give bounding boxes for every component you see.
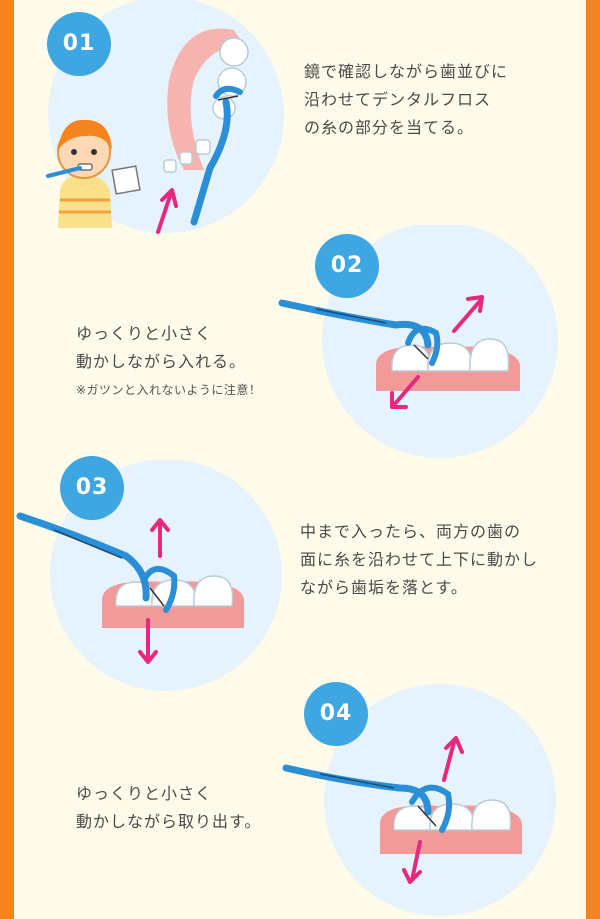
step-02-badge: 02 [315, 234, 379, 298]
step-04-circle [324, 684, 556, 916]
step-03-circle [50, 460, 282, 691]
step-03-line-3: ながら歯垢を落とす。 [300, 578, 468, 597]
up-down-arrow-icon [138, 518, 170, 664]
child-brushing-icon [46, 119, 141, 228]
step-02-line-2: 動かしながら入れる。 [76, 352, 247, 371]
step-01-line-2: 沿わせてデンタルフロス [304, 90, 492, 109]
step-04-badge: 04 [304, 682, 368, 746]
floss-pick-icon [16, 512, 178, 613]
step-03-badge: 03 [60, 456, 124, 520]
step-02-illustration [278, 225, 558, 458]
step-03-illustration [16, 460, 282, 691]
up-down-arrow-icon [402, 736, 464, 884]
gum-icon [167, 28, 244, 171]
step-01-line-1: 鏡で確認しながら歯並びに [304, 62, 509, 81]
step-02-note: ※ガツンと入れないように注意！ [76, 383, 262, 397]
diagonal-arrow-icon [390, 295, 484, 409]
floss-pick-icon [282, 764, 453, 833]
step-04: 04 ゆっくりと小さく 動かしながら取り出す。 [14, 682, 586, 919]
step-01-text: 鏡で確認しながら歯並びに 沿わせてデンタルフロス の糸の部分を当てる。 [304, 58, 508, 142]
step-01-line-3: の糸の部分を当てる。 [304, 118, 475, 137]
step-04-line-2: 動かしながら取り出す。 [76, 812, 262, 831]
step-03-text: 中まで入ったら、両方の歯の 面に糸を沿わせて上下に動かし ながら歯垢を落とす。 [300, 518, 538, 602]
step-04-illustration [282, 684, 556, 916]
up-arrow-icon [156, 188, 178, 234]
step-04-text: ゆっくりと小さく 動かしながら取り出す。 [76, 780, 261, 836]
floss-pick-icon [190, 85, 243, 226]
floss-steps-panel: 01 鏡で確認しながら歯並びに 沿わせてデンタルフロス の糸の部分を当てる。 [14, 0, 586, 919]
step-03: 03 中まで入ったら、両方の歯の 面に糸を沿わせて上下に動かし ながら歯垢を落と… [14, 456, 586, 695]
step-02-line-1: ゆっくりと小さく [76, 324, 213, 343]
teeth-icon [393, 799, 512, 831]
step-01-badge: 01 [47, 12, 111, 76]
step-03-line-2: 面に糸を沿わせて上下に動かし [300, 550, 539, 569]
step-02: 02 ゆっくりと小さく 動かしながら入れる。 ※ガツンと入れないように注意！ [14, 225, 586, 460]
floss-pick-icon [278, 299, 441, 366]
step-02-text: ゆっくりと小さく 動かしながら入れる。 ※ガツンと入れないように注意！ [76, 320, 261, 400]
step-01: 01 鏡で確認しながら歯並びに 沿わせてデンタルフロス の糸の部分を当てる。 [14, 0, 586, 240]
step-04-line-1: ゆっくりと小さく [76, 784, 213, 803]
step-03-line-1: 中まで入ったら、両方の歯の [300, 522, 522, 541]
